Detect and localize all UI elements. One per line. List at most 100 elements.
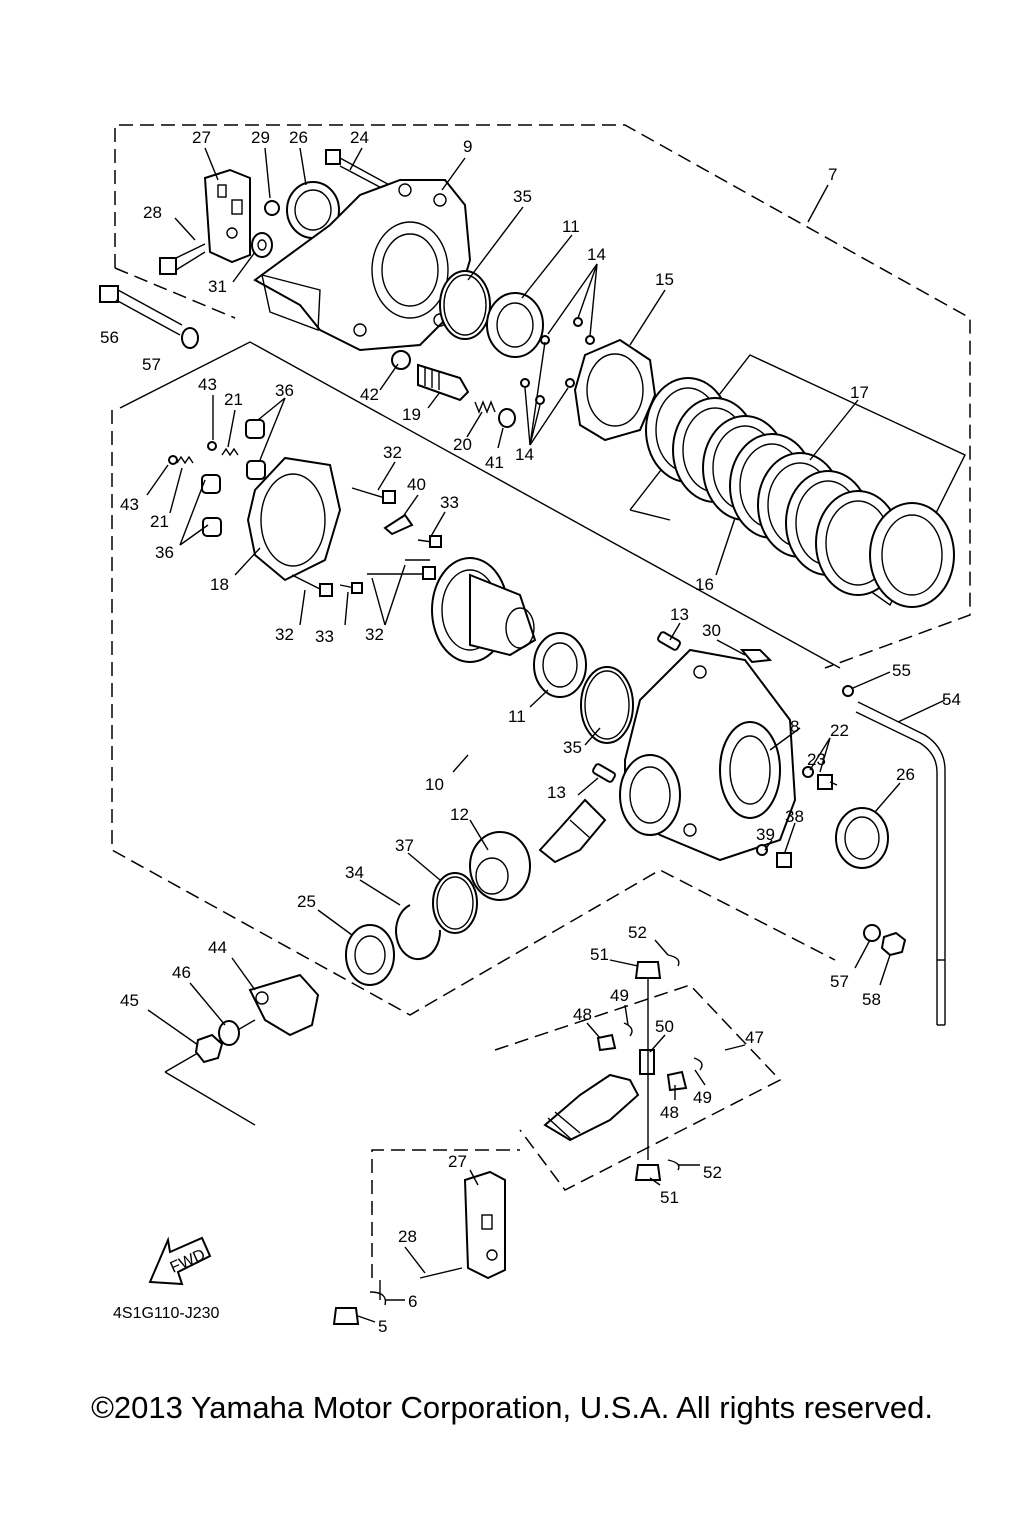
callout-label: 40 — [407, 475, 426, 494]
callout-label: 31 — [208, 277, 227, 296]
callout-label: 10 — [425, 775, 444, 794]
ring-gear-10 — [431, 557, 537, 663]
nut-45 — [194, 1033, 224, 1064]
callout-label: 43 — [198, 375, 217, 394]
plate-15 — [573, 338, 657, 442]
o-ring-37 — [432, 872, 478, 934]
callout-label: 21 — [224, 390, 243, 409]
bearing-12 — [469, 831, 531, 901]
callout-label: 49 — [693, 1088, 712, 1107]
bearing-11-top — [486, 292, 544, 358]
callout-labels: 27 29 26 24 9 7 28 35 11 14 15 31 56 57 … — [100, 128, 961, 1336]
callout-label: 58 — [862, 990, 881, 1009]
callout-label: 43 — [120, 495, 139, 514]
collars-36 — [201, 419, 266, 537]
callout-label: 36 — [155, 543, 174, 562]
callout-label: 33 — [315, 627, 334, 646]
copyright-notice: ©2013 Yamaha Motor Corporation, U.S.A. A… — [91, 1390, 933, 1425]
spring-20 — [474, 400, 496, 414]
bracket-27-lower — [463, 1170, 506, 1280]
callout-label: 57 — [830, 972, 849, 991]
callout-label: 45 — [120, 991, 139, 1010]
callout-label: 35 — [513, 187, 532, 206]
callout-label: 27 — [448, 1152, 467, 1171]
callout-label: 55 — [892, 661, 911, 680]
filler-bolt-38-39 — [756, 844, 792, 868]
washer-46 — [218, 1020, 240, 1046]
springs-21 — [176, 447, 239, 465]
bearing-11-mid — [533, 632, 587, 698]
callout-label: 17 — [850, 383, 869, 402]
washer-57-lower — [863, 924, 881, 942]
gear-case-8 — [619, 648, 797, 862]
callout-label: 15 — [655, 270, 674, 289]
callout-label: 56 — [100, 328, 119, 347]
callout-label: 8 — [790, 717, 799, 736]
clutch-pack-16-17 — [645, 377, 955, 608]
callout-label: 28 — [143, 203, 162, 222]
callout-label: 26 — [289, 128, 308, 147]
callout-label: 46 — [172, 963, 191, 982]
universal-joint-47 — [543, 954, 703, 1181]
callout-label: 11 — [562, 217, 580, 236]
balls-43 — [168, 441, 217, 465]
bolt-56 — [99, 285, 183, 336]
callout-label: 13 — [547, 783, 566, 802]
callout-label: 41 — [485, 453, 504, 472]
callout-label: 16 — [695, 575, 714, 594]
callout-label: 47 — [745, 1028, 764, 1047]
callout-label: 32 — [365, 625, 384, 644]
callout-label: 11 — [508, 707, 526, 726]
callout-label: 52 — [628, 923, 647, 942]
callout-label: 21 — [150, 512, 169, 531]
callout-label: 25 — [297, 892, 316, 911]
fitting-30 — [739, 649, 773, 664]
circlip-34 — [395, 904, 442, 961]
nut-29 — [264, 200, 280, 216]
o-ring-42 — [391, 350, 411, 370]
assembly-outline-upper — [111, 124, 971, 1016]
callout-label: 9 — [463, 137, 472, 156]
callout-label: 48 — [573, 1005, 592, 1024]
callout-label: 30 — [702, 621, 721, 640]
diagram-code: 4S1G110-J230 — [113, 1305, 220, 1322]
callout-label: 32 — [383, 443, 402, 462]
breather-hose-54 — [855, 701, 946, 1026]
callout-label: 54 — [942, 690, 961, 709]
callout-label: 7 — [828, 165, 837, 184]
callout-label: 36 — [275, 381, 294, 400]
callout-label: 26 — [896, 765, 915, 784]
oil-seal-26-right — [835, 807, 889, 869]
nut-58 — [880, 931, 907, 957]
callout-label: 51 — [590, 945, 609, 964]
callout-label: 49 — [610, 986, 629, 1005]
callout-label: 22 — [830, 721, 849, 740]
callout-label: 6 — [408, 1292, 417, 1311]
callout-label: 38 — [785, 807, 804, 826]
callout-label: 52 — [703, 1163, 722, 1182]
callout-label: 37 — [395, 836, 414, 855]
callout-label: 18 — [210, 575, 229, 594]
callout-label: 23 — [807, 750, 826, 769]
bolts-32-33 — [291, 487, 442, 597]
callout-label: 27 — [192, 128, 211, 147]
callout-label: 14 — [587, 245, 606, 264]
callout-label: 5 — [378, 1317, 387, 1336]
callout-label: 28 — [398, 1227, 417, 1246]
callout-label: 19 — [402, 405, 421, 424]
callout-label: 35 — [563, 738, 582, 757]
collar-41 — [498, 408, 516, 428]
shaft-19 — [417, 363, 470, 402]
callout-label: 57 — [142, 355, 161, 374]
callout-label: 14 — [515, 445, 534, 464]
callout-label: 33 — [440, 493, 459, 512]
washer-31 — [251, 232, 273, 258]
callout-label: 24 — [350, 128, 369, 147]
pinion-gear-shaft — [538, 798, 607, 864]
bolt-28-lower — [419, 1267, 463, 1279]
clamp-55 — [842, 685, 854, 697]
callout-label: 12 — [450, 805, 469, 824]
callout-label: 13 — [670, 605, 689, 624]
fwd-arrow-icon: FWD — [148, 1236, 212, 1286]
